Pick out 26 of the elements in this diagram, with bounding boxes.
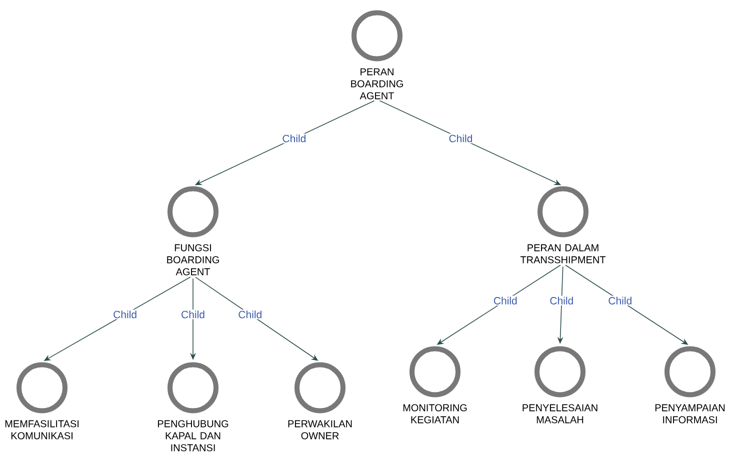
node-label: PENGHUBUNG KAPAL DAN INSTANSI xyxy=(158,420,228,452)
edge-label: Child xyxy=(182,310,204,318)
edge-label: Child xyxy=(449,134,472,142)
node-label: PERAN DALAM TRANSSHIPMENT xyxy=(520,244,606,264)
edge-label: Child xyxy=(608,296,632,304)
edge-label: Child xyxy=(282,134,306,142)
node-label: MONITORING KEGIATAN xyxy=(403,404,467,424)
edge-label: Child xyxy=(114,310,136,318)
circle-node: PERAN BOARDING AGENT xyxy=(351,10,403,100)
edge-label: Child xyxy=(550,296,573,304)
circle-node: PENYAMPAIAN INFORMASI xyxy=(655,346,725,424)
circle-node: MONITORING KEGIATAN xyxy=(403,346,467,424)
circle-node: PENGHUBUNG KAPAL DAN INSTANSI xyxy=(158,362,228,452)
circle-node: MEMFASILITASI KOMUNIKASI xyxy=(5,362,78,440)
circle-node: PERWAKILAN OWNER xyxy=(288,362,352,440)
edge-label: Child xyxy=(238,310,262,318)
node-label: FUNGSI BOARDING AGENT xyxy=(167,244,219,276)
node-label: PENYAMPAIAN INFORMASI xyxy=(655,404,725,424)
node-label: PERWAKILAN OWNER xyxy=(288,420,352,440)
circle-node: PERAN DALAM TRANSSHIPMENT xyxy=(520,186,606,264)
node-label: PERAN BOARDING AGENT xyxy=(351,68,403,100)
node-label: PENYELESAIAN MASALAH xyxy=(522,404,598,424)
circle-node: FUNGSI BOARDING AGENT xyxy=(167,186,219,276)
node-label: MEMFASILITASI KOMUNIKASI xyxy=(5,420,79,440)
circle-node: PENYELESAIAN MASALAH xyxy=(522,346,598,424)
edge-label: Child xyxy=(494,296,517,304)
